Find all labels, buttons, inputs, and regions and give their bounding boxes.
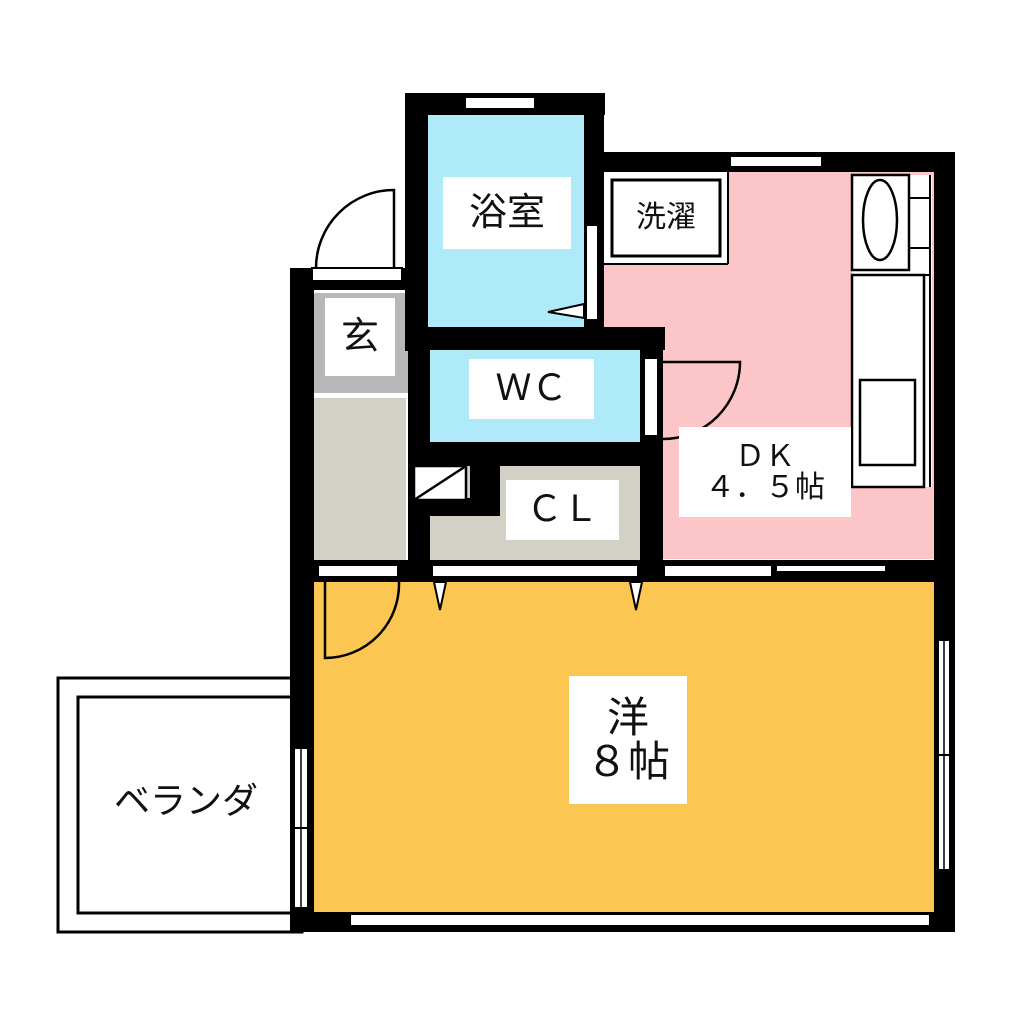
- western-room-label: 洋 ８帖: [569, 676, 687, 804]
- laundry-space: [604, 172, 729, 265]
- bathroom-label-text: 浴室: [468, 190, 545, 235]
- closet-label-text: ＣＬ: [526, 489, 599, 531]
- wc-label: ＷＣ: [469, 359, 594, 419]
- wc-label-text: ＷＣ: [495, 368, 568, 410]
- entrance-label-text: 玄: [340, 314, 379, 359]
- laundry-label-text: 洗濯: [636, 200, 696, 236]
- laundry-label: 洗濯: [616, 184, 716, 252]
- hall-floor: [314, 398, 406, 561]
- western-room-label-text: 洋: [606, 692, 649, 742]
- dk-label-text: ＤＫ: [735, 438, 795, 474]
- balcony-label-text: ベランダ: [113, 781, 258, 823]
- closet-label: ＣＬ: [506, 480, 619, 540]
- balcony: [56, 676, 304, 934]
- doors: [314, 188, 742, 660]
- western-room-size-text: ８帖: [585, 737, 670, 786]
- bathroom-label: 浴室: [443, 177, 571, 249]
- kitchen-counter: [850, 173, 932, 489]
- sliding-door-markers: [432, 302, 644, 611]
- balcony-label: ベランダ: [88, 772, 284, 832]
- dk-label: ＤＫ ４．５帖: [679, 427, 851, 517]
- entrance-label: 玄: [325, 298, 395, 376]
- dk-size-text: ４．５帖: [705, 470, 825, 505]
